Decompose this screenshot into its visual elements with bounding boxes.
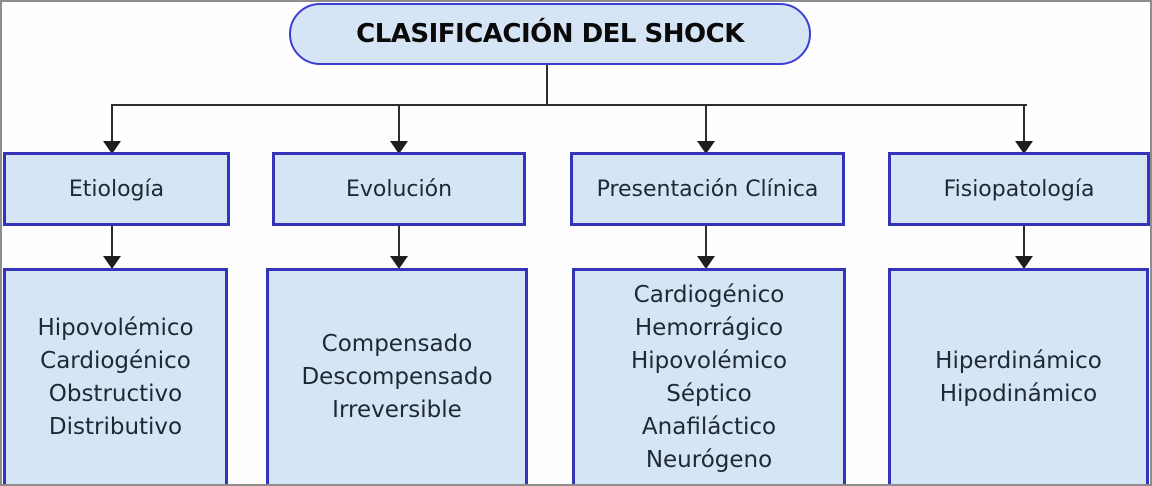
branch-label: Etiología — [68, 176, 165, 202]
connector-branch-4 — [1023, 106, 1025, 143]
list-item: Descompensado — [301, 364, 493, 390]
arrowhead-icon — [103, 141, 121, 154]
list-item: Hipovolémico — [630, 347, 788, 374]
arrowhead-icon — [1015, 141, 1033, 154]
connector-trunk — [546, 65, 548, 106]
detail-box-presentacion-clinica: Cardiogénico Hemorrágico Hipovolémico Sé… — [572, 268, 846, 484]
connector-detail-1 — [111, 226, 113, 258]
detail-box-etiologia: Hipovolémico Cardiogénico Obstructivo Di… — [3, 268, 228, 484]
list-item: Neurógeno — [645, 446, 773, 473]
list-item: Hipodinámico — [939, 380, 1098, 407]
connector-detail-4 — [1023, 226, 1025, 258]
connector-branch-3 — [705, 106, 707, 143]
item-list: Compensado Descompensado Irreversible — [301, 328, 492, 427]
branch-header-evolucion: Evolución — [272, 152, 526, 226]
diagram-title: CLASIFICACIÓN DEL SHOCK — [356, 19, 744, 49]
arrowhead-icon — [390, 141, 408, 154]
connector-detail-2 — [398, 226, 400, 258]
list-item: Hiperdinámico — [935, 347, 1102, 374]
connector-branch-1 — [111, 106, 113, 143]
list-item: Hipovolémico — [37, 314, 194, 341]
list-item: Compensado — [321, 331, 473, 357]
arrowhead-icon — [1015, 256, 1033, 269]
branch-label: Evolución — [345, 176, 453, 202]
connector-branch-2 — [398, 106, 400, 143]
item-list: Hipovolémico Cardiogénico Obstructivo Di… — [37, 312, 193, 444]
arrowhead-icon — [697, 256, 715, 269]
branch-header-fisiopatologia: Fisiopatología — [888, 152, 1150, 226]
arrowhead-icon — [103, 256, 121, 269]
root-node-clasificacion-del-shock: CLASIFICACIÓN DEL SHOCK — [289, 3, 811, 65]
branch-label: Fisiopatología — [943, 176, 1095, 202]
item-list: Cardiogénico Hemorrágico Hipovolémico Sé… — [631, 279, 787, 477]
list-item: Séptico — [666, 380, 752, 407]
branch-header-presentacion-clinica: Presentación Clínica — [570, 152, 845, 226]
list-item: Anafiláctico — [641, 413, 777, 440]
connector-detail-3 — [705, 226, 707, 258]
arrowhead-icon — [390, 256, 408, 269]
list-item: Cardiogénico — [633, 281, 785, 308]
branch-header-etiologia: Etiología — [3, 152, 230, 226]
item-list: Hiperdinámico Hipodinámico — [935, 345, 1102, 411]
detail-box-evolucion: Compensado Descompensado Irreversible — [266, 268, 528, 484]
detail-box-fisiopatologia: Hiperdinámico Hipodinámico — [888, 268, 1149, 484]
list-item: Cardiogénico — [40, 347, 191, 374]
list-item: Irreversible — [332, 397, 462, 423]
connector-distribution-bar — [111, 104, 1027, 106]
arrowhead-icon — [697, 141, 715, 154]
branch-label: Presentación Clínica — [596, 176, 819, 202]
list-item: Distributivo — [48, 413, 183, 440]
list-item: Obstructivo — [48, 380, 183, 407]
list-item: Hemorrágico — [634, 314, 784, 341]
